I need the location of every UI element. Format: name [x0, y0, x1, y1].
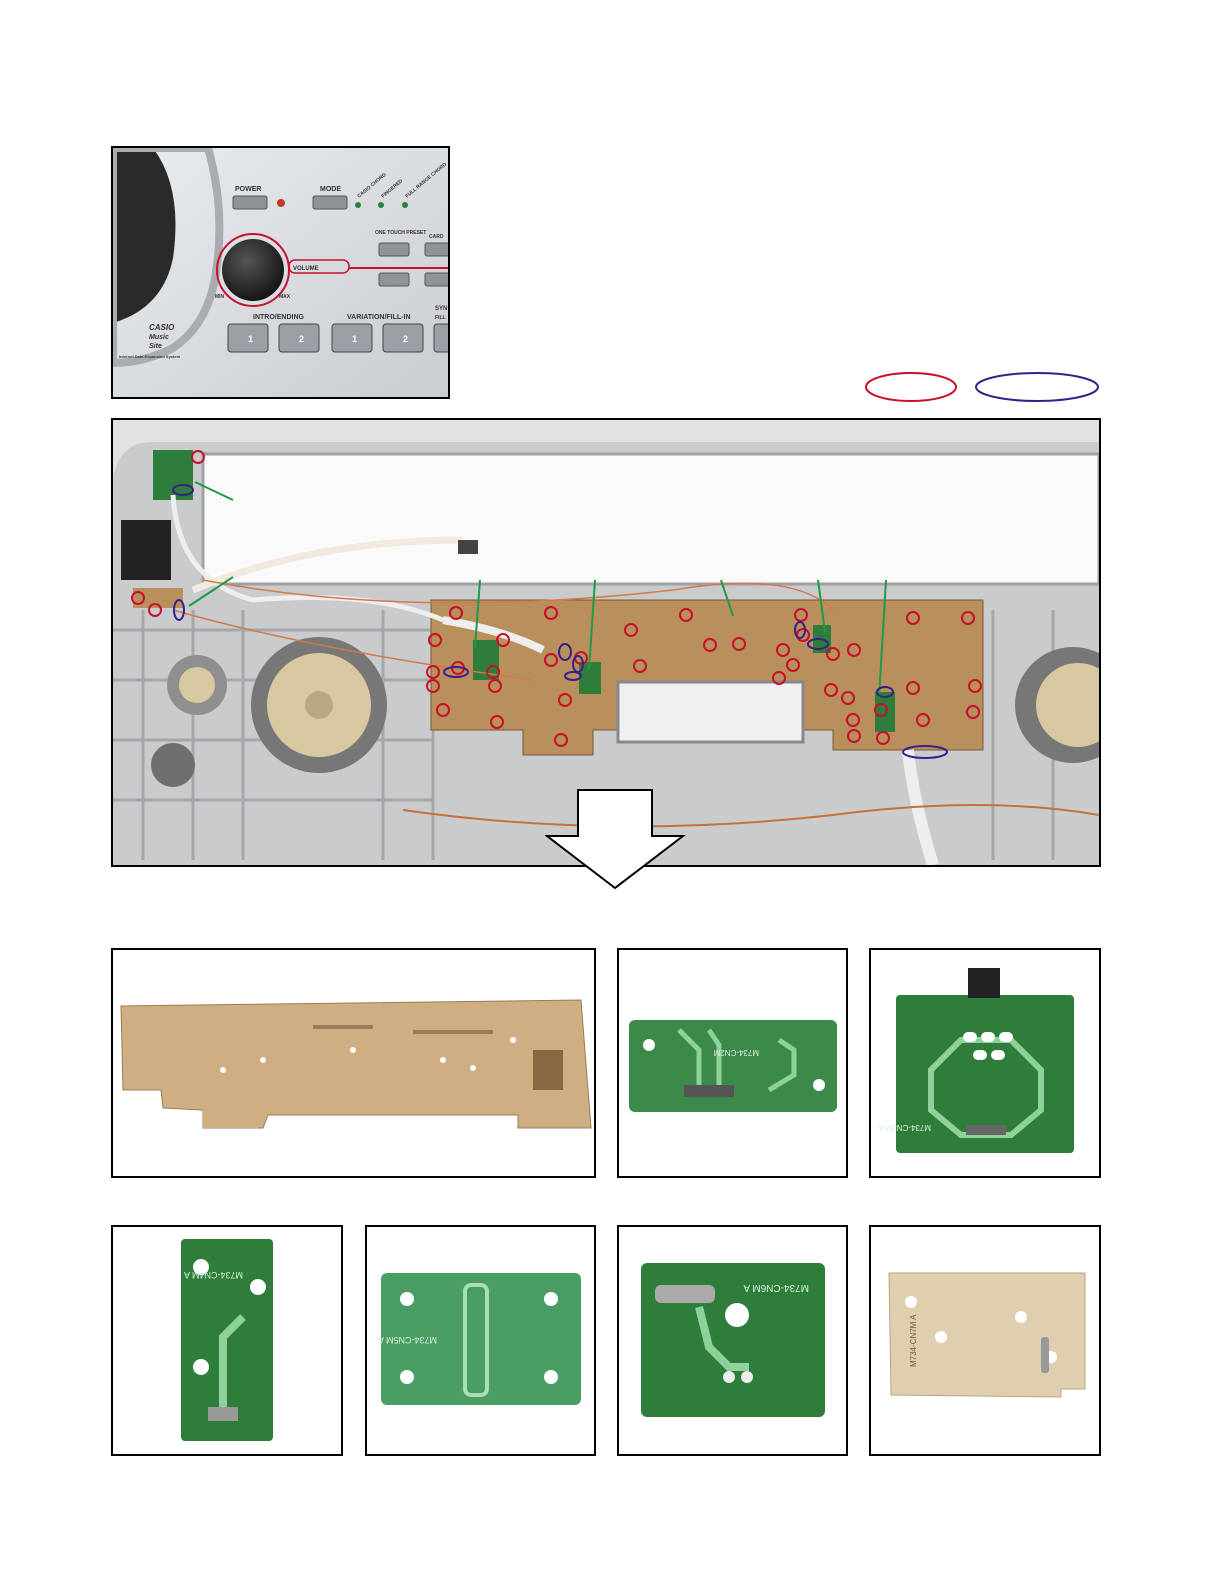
cn3m-board-photo: M734-CN3M A: [869, 948, 1101, 1178]
cn4m-board-graphic: M734-CN4M A: [113, 1227, 341, 1454]
label-mode: MODE: [320, 186, 341, 193]
label-variation-fill-in: VARIATION/FILL-IN: [347, 314, 411, 321]
main-board-graphic: [113, 950, 594, 1176]
console-panel-graphic: POWER MODE CASIO CHORD FINGERED FULL RAN…: [113, 148, 448, 397]
cn6m-silkscreen: M734-CN6M A: [743, 1282, 809, 1293]
cn5m-board-graphic: M734-CN5M A: [367, 1227, 594, 1454]
cn6m-board-graphic: M734-CN6M A: [619, 1227, 846, 1454]
cn4m-silkscreen: M734-CN4M A: [184, 1270, 243, 1280]
mode-button-graphic: [313, 196, 347, 209]
pad-number-2: 2: [299, 334, 304, 344]
label-fill: FILL: [435, 315, 446, 321]
label-min: MIN: [215, 294, 225, 300]
pad-number-1: 1: [248, 334, 253, 344]
cn7m-board-graphic: M734-CN7M A: [871, 1227, 1099, 1454]
label-one-touch-preset: ONE TOUCH PRESET: [375, 230, 426, 236]
console-panel-photo: POWER MODE CASIO CHORD FINGERED FULL RAN…: [111, 146, 450, 399]
cn3m-silkscreen: M734-CN3M A: [878, 1123, 931, 1132]
pad-number-4: 2: [403, 334, 408, 344]
legend-screw-ellipse: [866, 373, 956, 401]
main-board-photo: [111, 948, 596, 1178]
cn2m-board-photo: M734-CN2M: [617, 948, 848, 1178]
label-card: CARD: [429, 234, 444, 240]
brand-line-1: CASIO: [149, 323, 175, 332]
label-volume: VOLUME: [293, 266, 319, 272]
pad-number-3: 1: [352, 334, 357, 344]
cn7m-silkscreen: M734-CN7M A: [909, 1314, 918, 1367]
cn3m-board-graphic: M734-CN3M A: [871, 950, 1099, 1176]
cn7m-board-photo: M734-CN7M A: [869, 1225, 1101, 1456]
label-power: POWER: [235, 186, 261, 193]
brand-line-2: Music: [149, 334, 169, 341]
cn5m-silkscreen: M734-CN5M A: [378, 1335, 437, 1345]
power-button-graphic: [233, 196, 267, 209]
cn2m-silkscreen: M734-CN2M: [713, 1048, 759, 1057]
volume-knob-graphic: [222, 239, 284, 301]
label-syn: SYN: [435, 306, 447, 312]
label-max: MAX: [279, 294, 291, 300]
cn4m-board-photo: M734-CN4M A: [111, 1225, 343, 1456]
down-arrow: [545, 788, 687, 892]
legend: [860, 370, 1105, 406]
cn2m-board-graphic: M734-CN2M: [619, 950, 846, 1176]
cn6m-board-photo: M734-CN6M A: [617, 1225, 848, 1456]
cn5m-board-photo: M734-CN5M A: [365, 1225, 596, 1456]
brand-line-3: Site: [149, 343, 162, 350]
legend-connector-ellipse: [976, 373, 1098, 401]
brand-sub: Internet Data Expansion System: [119, 354, 181, 359]
label-intro-ending: INTRO/ENDING: [253, 314, 305, 321]
